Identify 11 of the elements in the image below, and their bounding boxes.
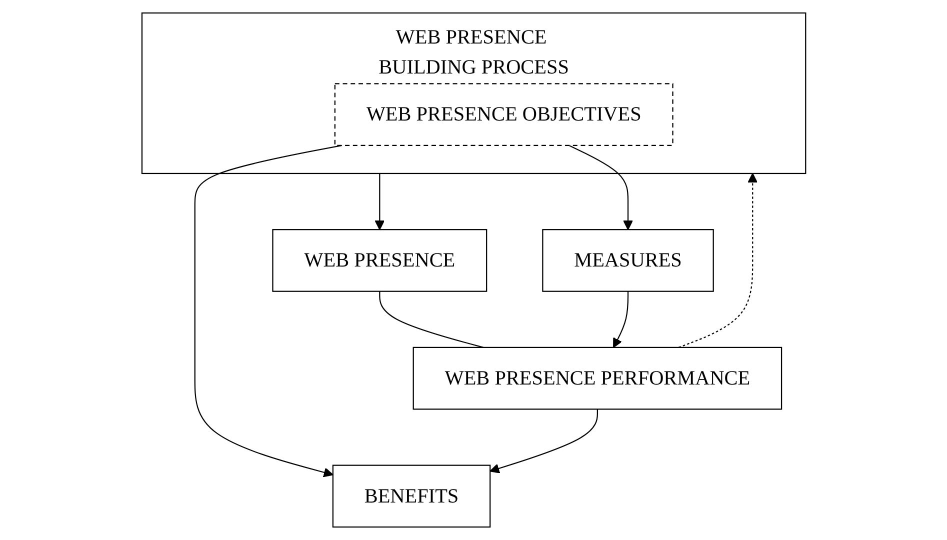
node-box: MEASURES bbox=[542, 229, 714, 292]
node-box: WEB PRESENCE OBJECTIVES bbox=[334, 83, 674, 146]
node-box: WEB PRESENCE bbox=[272, 229, 487, 292]
arrow bbox=[194, 144, 342, 478]
arrow bbox=[568, 144, 633, 230]
node-box: WEB PRESENCE PERFORMANCE bbox=[412, 346, 782, 410]
node-box: BENEFITS bbox=[332, 464, 490, 528]
arrow bbox=[612, 291, 628, 348]
arrow bbox=[374, 173, 384, 230]
connector bbox=[378, 291, 484, 348]
arrow bbox=[489, 409, 598, 474]
